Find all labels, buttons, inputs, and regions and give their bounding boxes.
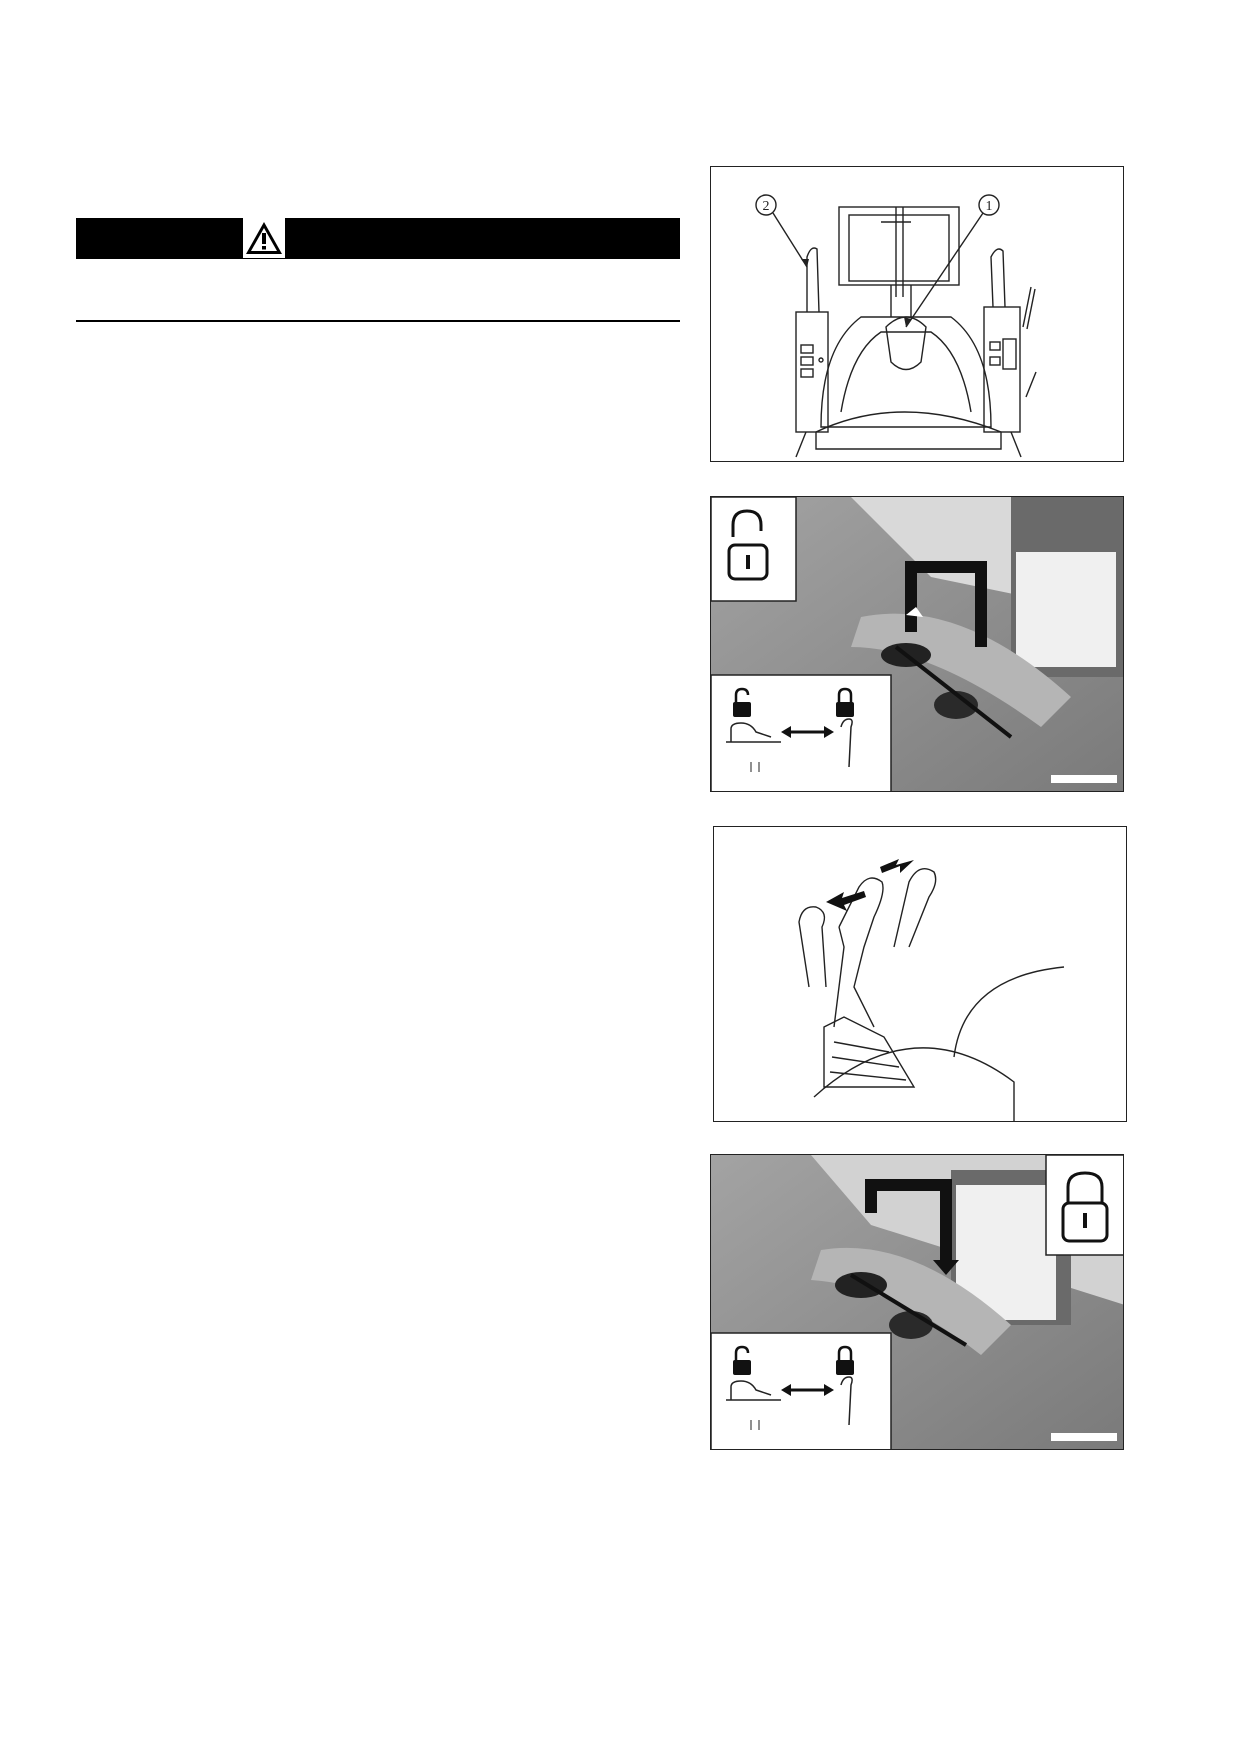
double-arrow-icon — [781, 726, 834, 738]
double-arrow-icon — [781, 1384, 834, 1396]
locked-padlock-icon — [836, 1345, 854, 1375]
arrow-right-icon — [880, 859, 914, 873]
warning-divider — [76, 320, 680, 322]
figure-lock-lever-locked — [710, 1154, 1124, 1450]
locked-padlock-icon — [836, 687, 854, 717]
unlocked-padlock-icon — [733, 1345, 751, 1375]
unlocked-padlock-icon — [733, 687, 751, 717]
callout-1: 1 — [986, 199, 993, 214]
figure-lock-lever-released — [710, 496, 1124, 792]
unlocked-padlock-icon — [727, 509, 769, 581]
locked-padlock-icon — [1061, 1171, 1109, 1243]
warning-bar — [76, 218, 680, 259]
figure-control-lever-travel — [713, 826, 1127, 1122]
warning-triangle-icon — [243, 218, 285, 258]
arrow-left-icon — [826, 891, 866, 911]
figure-control-layout: 2 1 — [710, 166, 1124, 462]
callout-2: 2 — [763, 199, 770, 214]
